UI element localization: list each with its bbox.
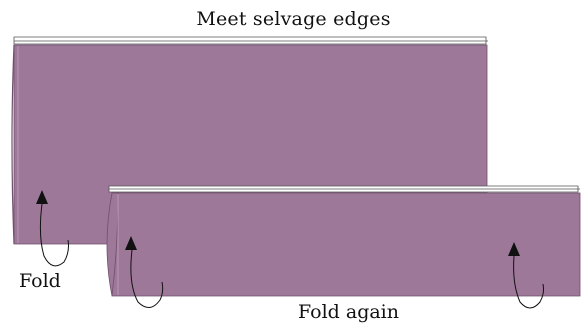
fold-arrow-head bbox=[36, 190, 48, 204]
fold-arrow-upper bbox=[36, 190, 69, 267]
fold-again-label: Fold again bbox=[298, 301, 399, 323]
diagram-title: Meet selvage edges bbox=[196, 8, 391, 30]
lower-fabric-panel bbox=[106, 185, 581, 297]
fold-again-arrow-left bbox=[125, 236, 164, 308]
fold-again-arrow-right bbox=[508, 242, 545, 309]
upper-fold-edge bbox=[11, 44, 15, 245]
fold-arrow-curve bbox=[39, 203, 69, 267]
fold-again-arrow-right-head bbox=[508, 242, 520, 256]
fold-again-arrow-left-head bbox=[125, 236, 137, 250]
lower-fabric-body bbox=[111, 192, 581, 297]
upper-selvage-back bbox=[13, 36, 487, 45]
fold-label: Fold bbox=[19, 270, 61, 292]
fold-again-arrow-left-curve bbox=[130, 249, 164, 308]
fold-again-arrow-right-curve bbox=[513, 255, 545, 309]
